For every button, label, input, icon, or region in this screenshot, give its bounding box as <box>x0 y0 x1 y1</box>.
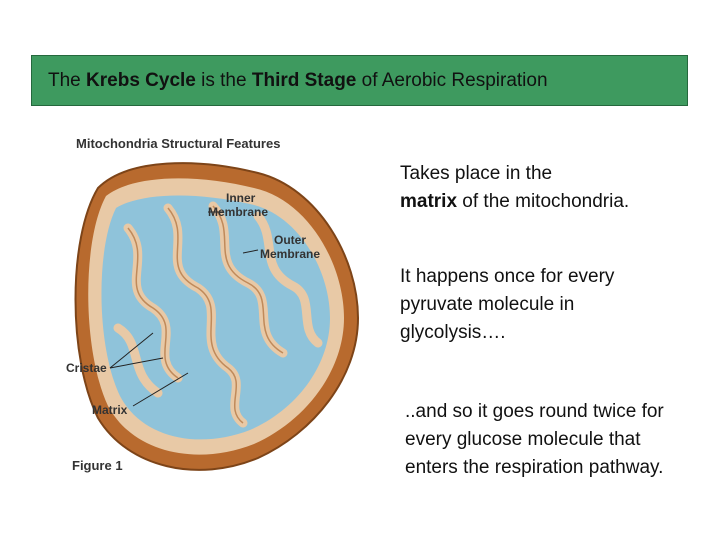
paragraph-glucose: ..and so it goes round twice for every g… <box>405 401 664 478</box>
paragraph-location-end: of the mitochondria. <box>457 191 630 212</box>
figure-heading: Mitochondria Structural Features <box>76 136 280 151</box>
crista-fold-4 <box>253 211 323 348</box>
cristae-leader-1 <box>109 332 154 369</box>
outer-membrane-label-line-1: Outer <box>274 233 306 247</box>
title-banner: The Krebs Cycle is the Third Stage of Ae… <box>31 55 688 106</box>
title-prefix: The <box>48 69 87 91</box>
title-middle: is the <box>195 69 252 91</box>
title-suffix: of Aerobic Respiration <box>356 69 548 91</box>
figure-caption: Figure 1 <box>72 458 123 473</box>
mitochondria-figure: Mitochondria Structural Features <box>58 128 378 488</box>
crista-fold-5 <box>113 323 163 398</box>
title-text: The Krebs Cycle is the Third Stage of Ae… <box>48 70 548 92</box>
crista-outline-2 <box>167 207 244 424</box>
cristae-label: Cristae <box>66 361 107 375</box>
matrix-keyword: matrix <box>400 191 458 212</box>
cristae-outlines <box>127 205 284 424</box>
outer-membrane-label-line-2: Membrane <box>260 247 320 261</box>
inner-membrane-label-line-1: Inner <box>226 191 256 205</box>
inner-membrane-label-line-2: Membrane <box>208 205 268 219</box>
paragraph-location: Takes place in the matrix of the mitocho… <box>400 160 640 216</box>
cristae-leader-2 <box>109 357 164 369</box>
crista-outline-1 <box>127 227 179 379</box>
mitochondria-illustration: Mitochondria Structural Features <box>66 136 360 473</box>
matrix-leader <box>132 372 189 407</box>
mitochondrion-body <box>74 162 360 471</box>
title-bold-third-stage: Third Stage <box>251 69 357 91</box>
matrix-label: Matrix <box>92 403 128 417</box>
title-bold-krebs-cycle: Krebs Cycle <box>86 69 196 91</box>
outer-membrane-leader <box>242 249 259 254</box>
crista-outline-3 <box>212 205 284 354</box>
paragraph-location-start: Takes place in the <box>400 163 553 184</box>
label-leaders <box>109 211 259 407</box>
paragraph-frequency: It happens once for every pyruvate molec… <box>400 266 615 343</box>
